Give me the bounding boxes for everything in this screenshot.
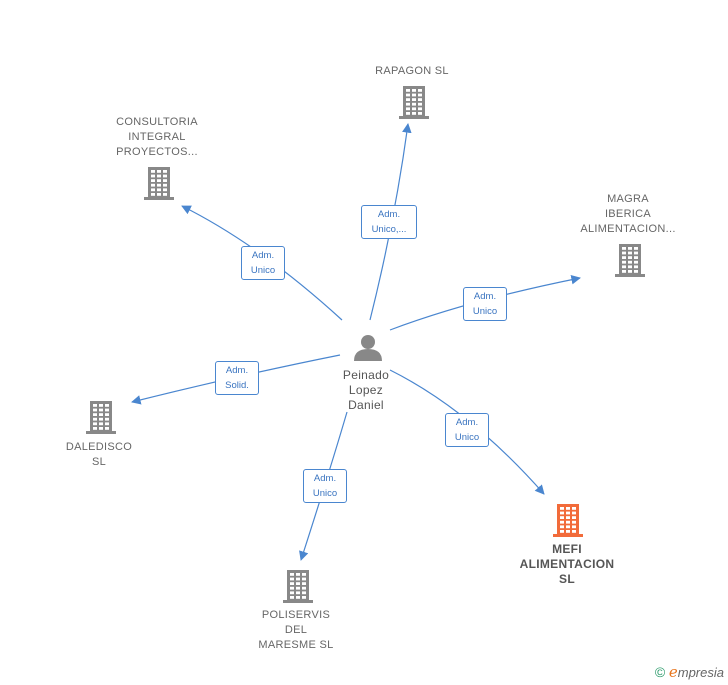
building-icon xyxy=(86,401,116,434)
person-node-label[interactable]: Peinado Lopez Daniel xyxy=(342,368,390,412)
edge-label-daledisco: Adm. Solid. xyxy=(215,361,259,395)
building-icon xyxy=(283,570,313,603)
person-icon xyxy=(354,335,382,361)
company-node-mefi[interactable]: MEFI ALIMENTACION SL xyxy=(519,542,615,586)
empresia-logo: © empresia xyxy=(654,663,724,681)
edge-label-mefi: Adm. Unico xyxy=(445,413,489,447)
edge-label-magra: Adm. Unico xyxy=(463,287,507,321)
company-node-rapagon[interactable]: RAPAGON SL xyxy=(375,65,449,77)
edge-label-consultoria: Adm. Unico xyxy=(241,246,285,280)
edge-label-poliservis: Adm. Unico xyxy=(303,469,347,503)
building-icon xyxy=(553,504,583,537)
edge-label-rapagon: Adm. Unico,... xyxy=(361,205,417,239)
company-node-poliservis[interactable]: POLISERVIS DEL MARESME SL xyxy=(258,609,334,651)
building-icon xyxy=(615,244,645,277)
company-node-magra[interactable]: MAGRA IBERICA ALIMENTACION... xyxy=(580,193,676,235)
building-icon xyxy=(399,86,429,119)
company-node-consultoria[interactable]: CONSULTORIA INTEGRAL PROYECTOS... xyxy=(116,116,198,158)
company-node-daledisco[interactable]: DALEDISCO SL xyxy=(65,441,133,468)
building-icon xyxy=(144,167,174,200)
